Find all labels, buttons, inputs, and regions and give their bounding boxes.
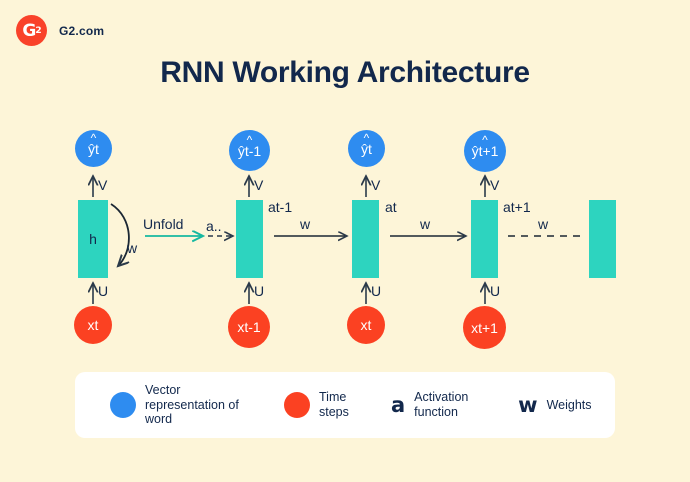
arrow-recurrent-loop — [110, 203, 130, 266]
output-node-step-1: ŷt-1 — [229, 130, 270, 171]
hidden-state-step-1 — [236, 200, 263, 278]
output-node-step-3: ŷt+1 — [464, 130, 506, 172]
hidden-state-step-2 — [352, 200, 379, 278]
label-ellipsis-activation: a.. — [206, 218, 222, 234]
label-v-folded: V — [98, 177, 108, 193]
letter-w-icon: w — [518, 392, 538, 417]
legend-label-time-steps: Time steps — [319, 390, 349, 419]
output-node-step-2: ŷt — [348, 130, 385, 167]
legend-item-weights: w Weights — [518, 392, 592, 417]
hidden-state-trailing — [589, 200, 616, 278]
legend-label-vector-representation: Vector representation of word — [145, 382, 239, 427]
legend-item-time-steps: Time steps — [284, 390, 361, 420]
legend-label-activation-function: Activation function — [414, 390, 469, 419]
legend-panel: Vector representation of word Time steps… — [75, 372, 615, 438]
label-recurrent-weight-folded: w — [127, 240, 138, 256]
label-state-step-1: at-1 — [268, 199, 293, 215]
label-u-step-1: U — [254, 283, 265, 299]
input-node-step-2: xt — [347, 306, 385, 344]
label-u-step-2: U — [371, 283, 382, 299]
label-w-step-2: w — [420, 216, 431, 232]
red-circle-icon — [284, 392, 310, 418]
brand-name: G2.com — [59, 23, 105, 38]
output-node-folded: ŷt — [75, 130, 112, 167]
g2-logo-superscript: 2 — [35, 25, 41, 36]
label-unfold: Unfold — [143, 216, 184, 232]
blue-circle-icon — [110, 392, 136, 418]
letter-a-icon: a — [391, 392, 406, 417]
label-v-step-3: V — [490, 177, 500, 193]
legend-item-vector-representation: Vector representation of word — [110, 383, 250, 427]
hidden-state-folded: h — [78, 200, 108, 278]
label-state-step-3: at+1 — [503, 199, 531, 215]
legend-item-activation-function: a Activation function — [391, 390, 486, 420]
g2-logo-letter: G — [22, 20, 36, 41]
label-v-step-2: V — [371, 177, 381, 193]
input-node-step-3: xt+1 — [463, 306, 506, 349]
label-u-folded: U — [98, 283, 109, 299]
input-node-folded: xt — [74, 306, 112, 344]
label-w-step-1: w — [300, 216, 311, 232]
page-title: RNN Working Architecture — [160, 56, 530, 89]
label-state-step-2: at — [385, 199, 397, 215]
label-u-step-3: U — [490, 283, 501, 299]
label-w-step-3: w — [538, 216, 549, 232]
legend-label-weights: Weights — [546, 397, 592, 412]
label-v-step-1: V — [254, 177, 264, 193]
input-node-step-1: xt-1 — [228, 306, 270, 348]
hidden-state-step-3 — [471, 200, 498, 278]
